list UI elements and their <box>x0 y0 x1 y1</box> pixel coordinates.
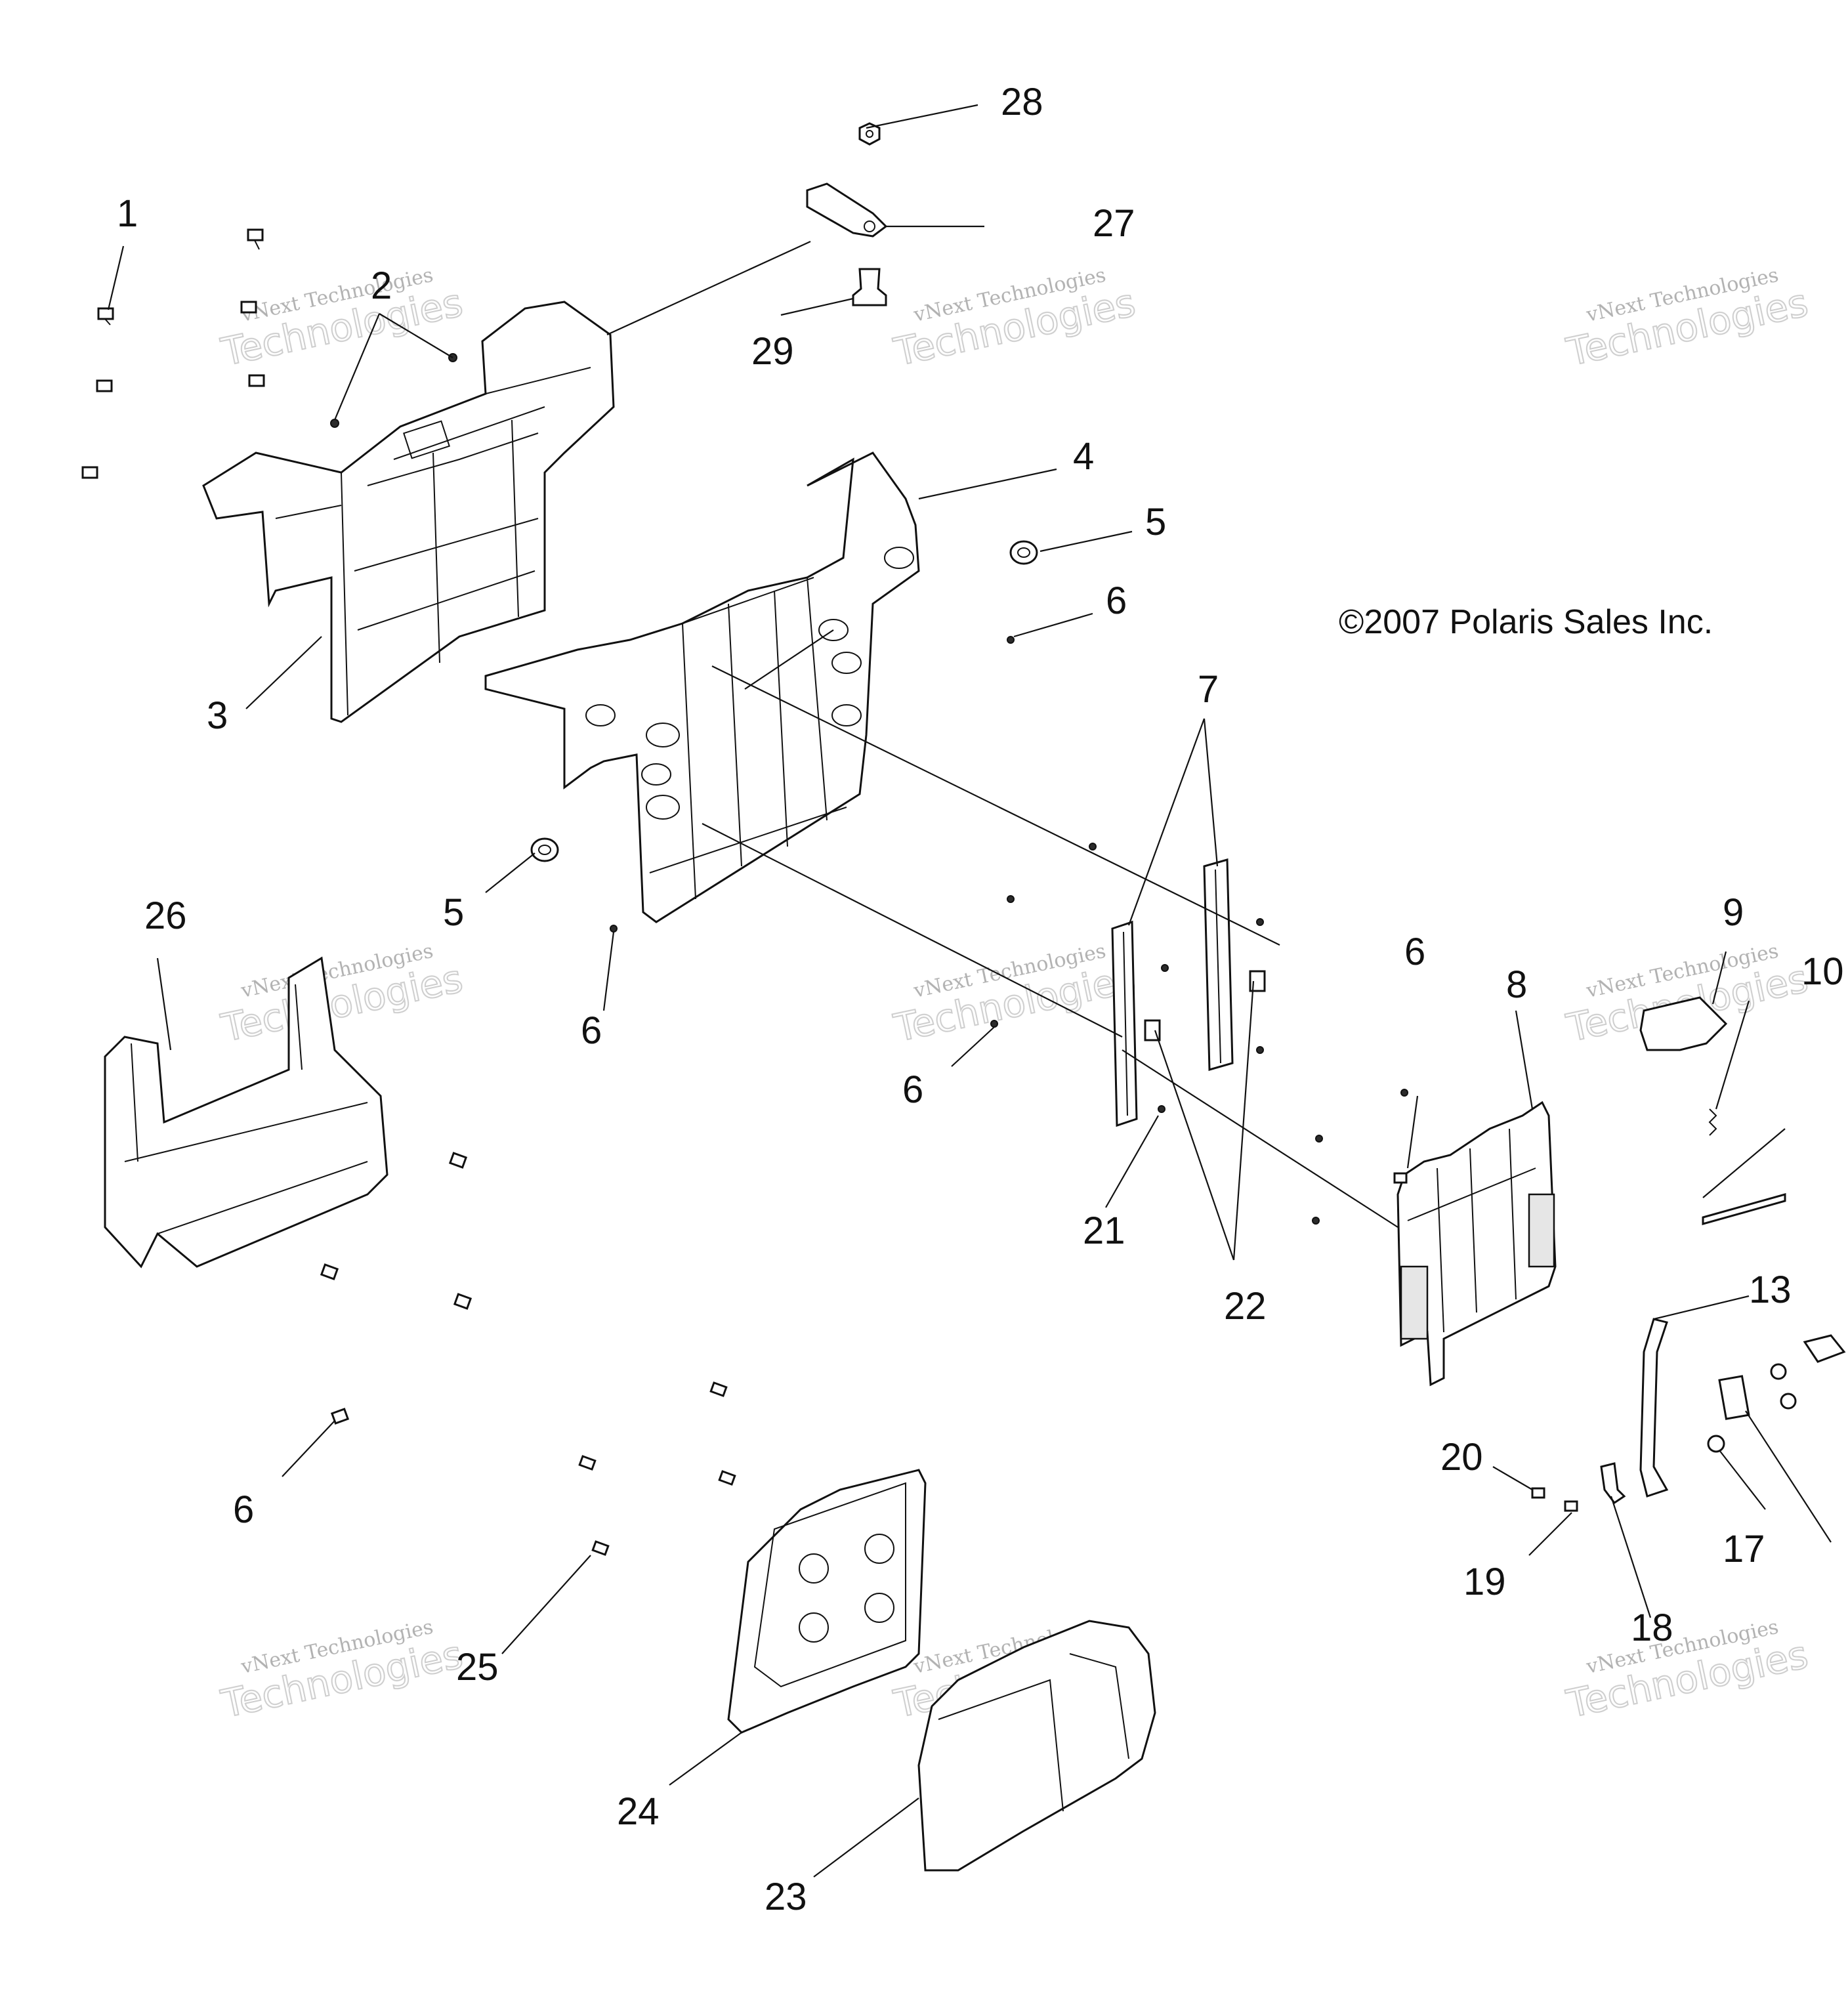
bolt <box>578 1455 597 1471</box>
callout-6: 6 <box>581 1009 602 1052</box>
bolt <box>448 1152 468 1169</box>
part-9-latch-cover <box>1639 996 1728 1051</box>
callout-25: 25 <box>456 1646 499 1689</box>
copyright-notice: ©2007 Polaris Sales Inc. <box>1339 603 1713 641</box>
callout-1: 1 <box>117 192 138 235</box>
parts-16-18-latch-hardware <box>1600 1334 1846 1505</box>
watermark: vNext Technologies Technologies <box>889 940 1140 1051</box>
bolt <box>453 1293 472 1310</box>
callout-6: 6 <box>902 1068 923 1111</box>
leader-lines <box>107 104 1832 1878</box>
bolt <box>248 374 265 387</box>
callout-19: 19 <box>1463 1561 1506 1603</box>
callout-5: 5 <box>1145 501 1166 543</box>
callout-18: 18 <box>1631 1606 1673 1649</box>
bolt <box>96 379 113 392</box>
watermark: vNext Technologies Technologies <box>217 264 467 375</box>
part-27-clip <box>806 182 888 238</box>
callout-10: 10 <box>1801 950 1844 993</box>
watermark: vNext Technologies Technologies <box>1562 264 1813 375</box>
bolt <box>320 1263 339 1280</box>
bolt <box>591 1540 610 1556</box>
part-26-cover <box>104 956 388 1269</box>
part-22-bracket <box>1144 970 1266 1041</box>
part-23-seat-cushion <box>917 1620 1156 1872</box>
watermark: vNext Technologies Technologies <box>1562 1616 1813 1727</box>
part-24-seat-back <box>727 1469 927 1734</box>
bolt <box>247 228 264 250</box>
bolt <box>718 1470 736 1486</box>
bolt <box>97 307 114 326</box>
part-10-spring <box>1708 1108 1717 1136</box>
callout-8: 8 <box>1506 963 1527 1006</box>
bolts <box>81 228 1578 1556</box>
part-7-rail <box>1111 858 1234 1127</box>
callout-5: 5 <box>443 891 464 934</box>
callout-22: 22 <box>1224 1285 1267 1328</box>
callout-21: 21 <box>1083 1209 1125 1252</box>
part-12-rod <box>1702 1193 1786 1225</box>
callout-6: 6 <box>1106 579 1127 622</box>
callout-13: 13 <box>1749 1269 1792 1311</box>
callout-2: 2 <box>371 264 392 307</box>
callouts: 1 2 3 4 5 5 6 6 6 6 6 7 8 9 10 13 17 18 … <box>117 81 1844 1918</box>
watermark: vNext Technologies Technologies <box>889 264 1140 375</box>
part-13-handle <box>1639 1318 1669 1498</box>
bolt <box>1393 1172 1408 1184</box>
bolt <box>330 1408 350 1425</box>
bolt <box>81 466 98 479</box>
watermark: vNext Technologies Technologies <box>217 1616 467 1727</box>
callout-24: 24 <box>617 1790 660 1833</box>
callout-20: 20 <box>1440 1436 1483 1479</box>
callout-28: 28 <box>1001 81 1043 123</box>
callout-27: 27 <box>1093 202 1135 245</box>
callout-3: 3 <box>207 694 228 737</box>
part-5-grommet <box>530 540 1038 862</box>
watermark: vNext Technologies Technologies <box>217 940 467 1051</box>
part-4-main-frame <box>484 452 920 923</box>
callout-26: 26 <box>144 894 187 937</box>
callout-17: 17 <box>1723 1528 1765 1570</box>
callout-7: 7 <box>1198 668 1219 711</box>
callout-29: 29 <box>751 330 794 373</box>
callout-6: 6 <box>1404 931 1425 973</box>
part-3-rear-panel <box>202 301 615 723</box>
part-29-pin <box>852 268 887 306</box>
bolt <box>709 1381 728 1397</box>
part-8-seat-frame <box>1396 1101 1557 1387</box>
callout-4: 4 <box>1073 435 1094 478</box>
bolt <box>240 301 257 314</box>
bolt <box>1564 1500 1578 1512</box>
part-28-nut <box>858 122 881 146</box>
bolt <box>1531 1487 1545 1499</box>
callout-6: 6 <box>233 1488 254 1531</box>
callout-9: 9 <box>1723 891 1744 934</box>
callout-23: 23 <box>765 1876 807 1918</box>
